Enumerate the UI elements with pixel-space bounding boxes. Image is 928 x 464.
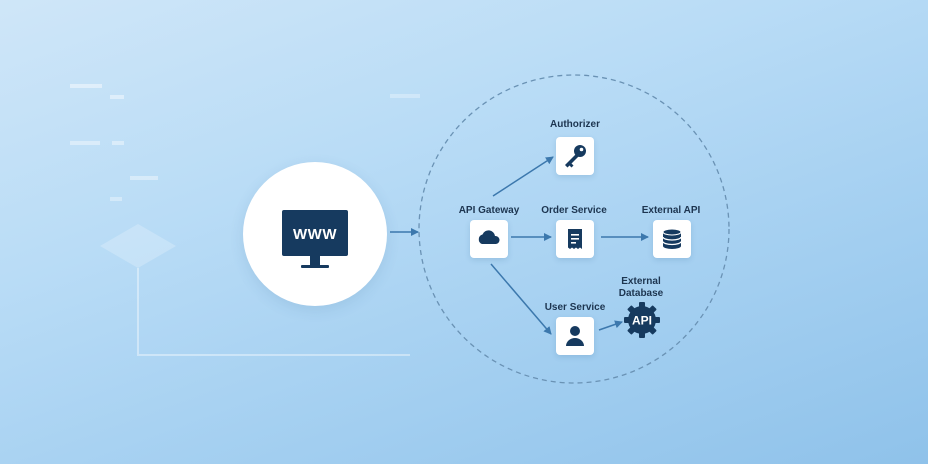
arrow-user-service-to-external-database	[598, 320, 623, 331]
api-gear-icon: API	[624, 302, 660, 338]
external-api-node	[653, 220, 691, 258]
database-icon	[662, 228, 682, 249]
api-gateway-label: API Gateway	[458, 205, 520, 216]
order-service-node	[556, 220, 594, 258]
receipt-icon	[568, 229, 582, 249]
api-gear-text: API	[632, 314, 652, 328]
external-api-label: External API	[641, 205, 701, 216]
external-database-label-line2: Database	[618, 288, 664, 299]
monitor-screen-text: WWW	[293, 226, 337, 243]
user-service-label: User Service	[544, 302, 606, 313]
client-circle: WWW	[243, 162, 387, 306]
monitor-icon: WWW	[282, 210, 348, 268]
arrow-gateway-to-authorizer	[492, 156, 554, 197]
cloud-icon	[478, 230, 500, 244]
authorizer-label: Authorizer	[550, 119, 600, 130]
external-database-label: External Database	[619, 276, 663, 300]
arrow-gateway-to-user-service	[490, 263, 552, 335]
api-gateway-node	[470, 220, 508, 258]
user-service-node	[556, 317, 594, 355]
external-database-label-line1: External	[621, 276, 661, 287]
order-service-label: Order Service	[541, 205, 607, 216]
authorizer-node	[556, 137, 594, 175]
user-icon	[566, 326, 584, 346]
key-icon	[565, 145, 586, 168]
